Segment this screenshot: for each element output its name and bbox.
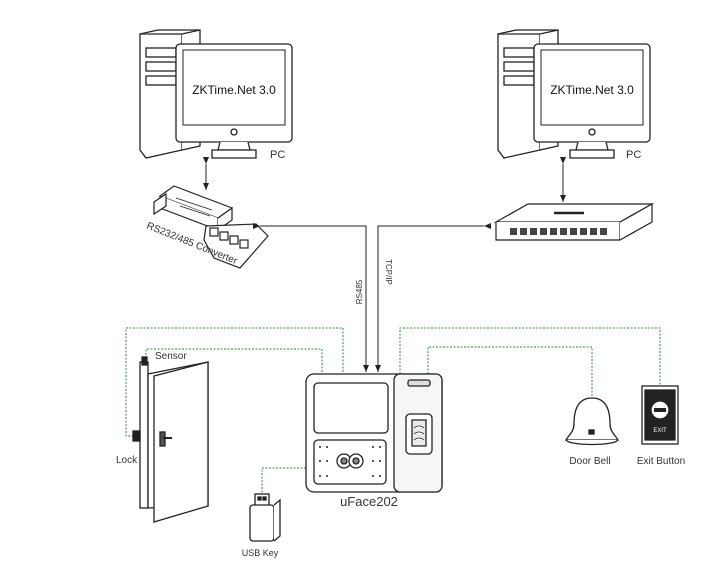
door-bell bbox=[564, 397, 620, 446]
pc-left: ZKTime.Net 3.0 PC bbox=[139, 29, 293, 161]
pc-monitor-left bbox=[175, 43, 293, 159]
tcpip-label: TCP/IP bbox=[384, 259, 393, 285]
device-label: uFace202 bbox=[340, 494, 398, 509]
exit-button-wire bbox=[399, 327, 661, 392]
rs232-485-converter bbox=[153, 185, 269, 269]
network-switch bbox=[493, 202, 655, 241]
pc-label-left: PC bbox=[270, 149, 285, 161]
wiring bbox=[125, 327, 661, 496]
sensor-label: Sensor bbox=[155, 351, 187, 362]
rs485-link bbox=[253, 223, 369, 372]
exit-button-label: Exit Button bbox=[637, 456, 685, 467]
door-bell-wire bbox=[427, 346, 593, 398]
pc-screen-text-left: ZKTime.Net 3.0 bbox=[192, 83, 276, 97]
lock-label: Lock bbox=[116, 455, 138, 466]
usb-key-label: USB Key bbox=[242, 548, 279, 558]
usb-key bbox=[249, 493, 281, 542]
pc-screen-text-right: ZKTime.Net 3.0 bbox=[550, 83, 634, 97]
door-bell-label: Door Bell bbox=[569, 456, 610, 467]
rs485-label: RS485 bbox=[355, 279, 364, 304]
sensor-wire bbox=[145, 348, 323, 372]
pc-monitor-right bbox=[533, 43, 651, 159]
exit-text: EXIT bbox=[653, 428, 667, 434]
door bbox=[132, 356, 209, 523]
pc-right: ZKTime.Net 3.0 PC bbox=[497, 29, 651, 161]
uface202-device bbox=[305, 373, 443, 493]
connection-lines bbox=[203, 157, 566, 372]
exit-button bbox=[641, 385, 679, 445]
pc-label-right: PC bbox=[626, 149, 641, 161]
tcpip-link bbox=[375, 223, 491, 372]
usb-wire bbox=[261, 467, 306, 496]
lock-wire bbox=[125, 327, 344, 437]
